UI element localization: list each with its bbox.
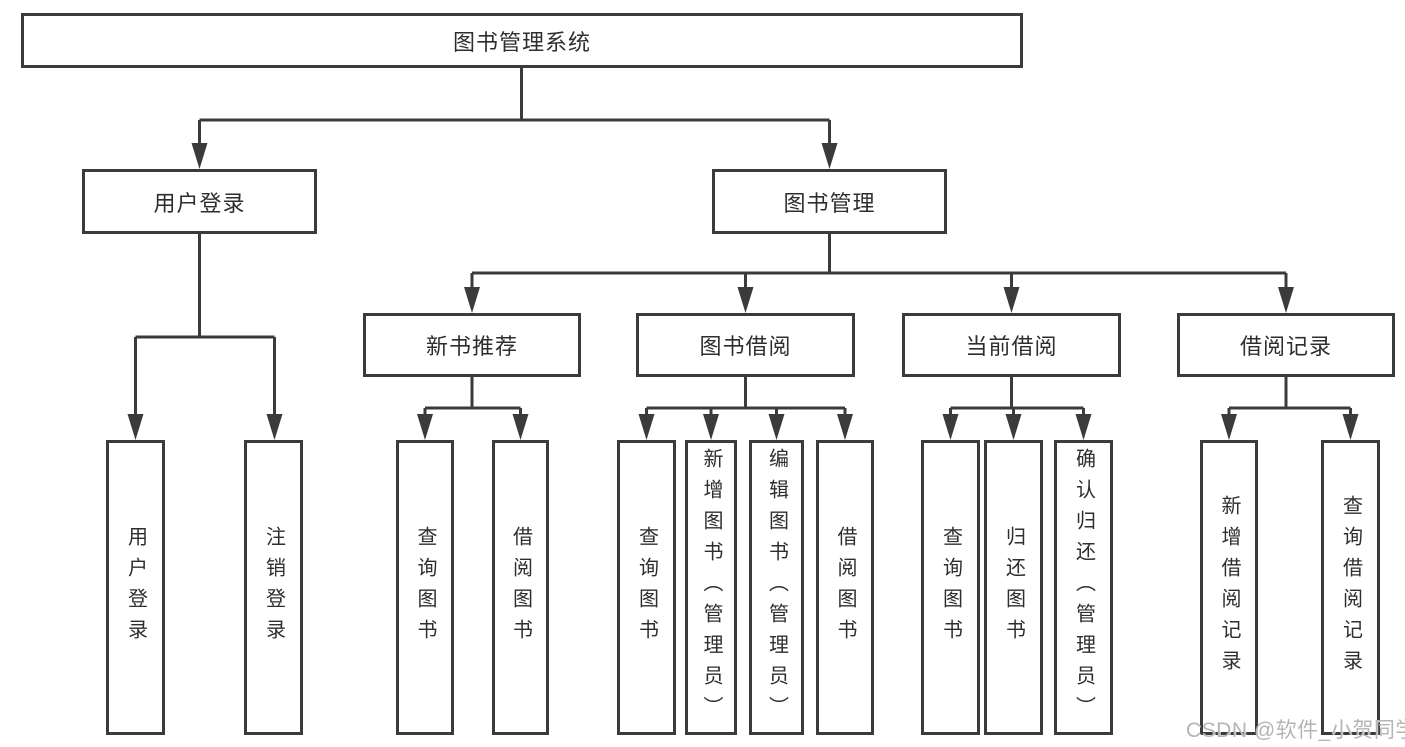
node-new-book-recommend: 新书推荐 bbox=[363, 313, 581, 377]
node-book-management: 图书管理 bbox=[712, 169, 947, 234]
arrowheads-user-login-children bbox=[127, 414, 283, 440]
node-nbr-query-book-label: 查询图书 bbox=[414, 525, 436, 650]
node-br-query-record: 查询借阅记录 bbox=[1321, 440, 1380, 735]
watermark: CSDN @软件_小贺同学 bbox=[1186, 719, 1405, 742]
connector-current-borrowing-children bbox=[949, 377, 1085, 422]
node-cb-confirm-return-admin-label: 确认归还（管理员） bbox=[1072, 448, 1095, 727]
arrowheads-new-book-recommend bbox=[417, 414, 529, 440]
node-user-login: 用户登录 bbox=[82, 169, 317, 234]
connector-book-management-to-level3 bbox=[470, 234, 1288, 295]
node-cb-query-book-label: 查询图书 bbox=[939, 525, 962, 650]
node-cb-confirm-return-admin: 确认归还（管理员） bbox=[1054, 440, 1113, 735]
node-cb-query-book: 查询图书 bbox=[921, 440, 980, 735]
arrowheads-borrowing-records bbox=[1221, 414, 1359, 440]
node-library-system: 图书管理系统 bbox=[21, 13, 1023, 68]
node-bb-edit-book-admin: 编辑图书（管理员） bbox=[749, 440, 804, 735]
node-bb-borrow-book: 借阅图书 bbox=[816, 440, 874, 735]
node-bb-query-book-label: 查询图书 bbox=[635, 525, 658, 650]
connector-root-to-level2 bbox=[198, 66, 831, 150]
node-logout: 注销登录 bbox=[244, 440, 303, 735]
node-nbr-borrow-book: 借阅图书 bbox=[492, 440, 549, 735]
node-bb-borrow-book-label: 借阅图书 bbox=[834, 525, 856, 650]
node-logout-label: 注销登录 bbox=[262, 525, 285, 650]
node-bb-edit-book-admin-label: 编辑图书（管理员） bbox=[765, 448, 788, 727]
node-br-add-record: 新增借阅记录 bbox=[1200, 440, 1258, 735]
node-user-login-leaf: 用户登录 bbox=[106, 440, 165, 735]
node-nbr-query-book: 查询图书 bbox=[396, 440, 454, 735]
node-book-borrowing-label: 图书借阅 bbox=[699, 334, 792, 359]
node-bb-query-book: 查询图书 bbox=[617, 440, 676, 735]
node-current-borrowing: 当前借阅 bbox=[902, 313, 1121, 377]
connector-borrowing-records-children bbox=[1227, 377, 1352, 422]
arrowheads-level3 bbox=[464, 287, 1294, 313]
node-library-system-label: 图书管理系统 bbox=[452, 29, 591, 55]
node-br-add-record-label: 新增借阅记录 bbox=[1218, 494, 1240, 681]
node-borrowing-records: 借阅记录 bbox=[1177, 313, 1395, 377]
arrowheads-book-borrowing bbox=[638, 414, 853, 440]
connector-book-borrowing-children bbox=[645, 377, 847, 422]
node-cb-return-book: 归还图书 bbox=[984, 440, 1043, 735]
node-book-borrowing: 图书借阅 bbox=[636, 313, 855, 377]
node-borrowing-records-label: 借阅记录 bbox=[1239, 334, 1332, 359]
node-current-borrowing-label: 当前借阅 bbox=[965, 334, 1058, 359]
node-bb-add-book-admin-label: 新增图书（管理员） bbox=[700, 448, 722, 727]
node-br-query-record-label: 查询借阅记录 bbox=[1339, 494, 1362, 681]
arrowheads-level2 bbox=[191, 143, 838, 169]
node-new-book-recommend-label: 新书推荐 bbox=[425, 334, 518, 359]
arrowheads-current-borrowing bbox=[942, 414, 1092, 440]
node-nbr-borrow-book-label: 借阅图书 bbox=[509, 525, 532, 650]
node-book-management-label: 图书管理 bbox=[783, 190, 876, 216]
connector-new-book-recommend-children bbox=[423, 377, 522, 422]
node-cb-return-book-label: 归还图书 bbox=[1002, 525, 1025, 650]
node-bb-add-book-admin: 新增图书（管理员） bbox=[685, 440, 737, 735]
connector-user-login-children bbox=[134, 234, 276, 420]
node-user-login-leaf-label: 用户登录 bbox=[124, 525, 147, 650]
node-user-login-label: 用户登录 bbox=[153, 190, 246, 216]
